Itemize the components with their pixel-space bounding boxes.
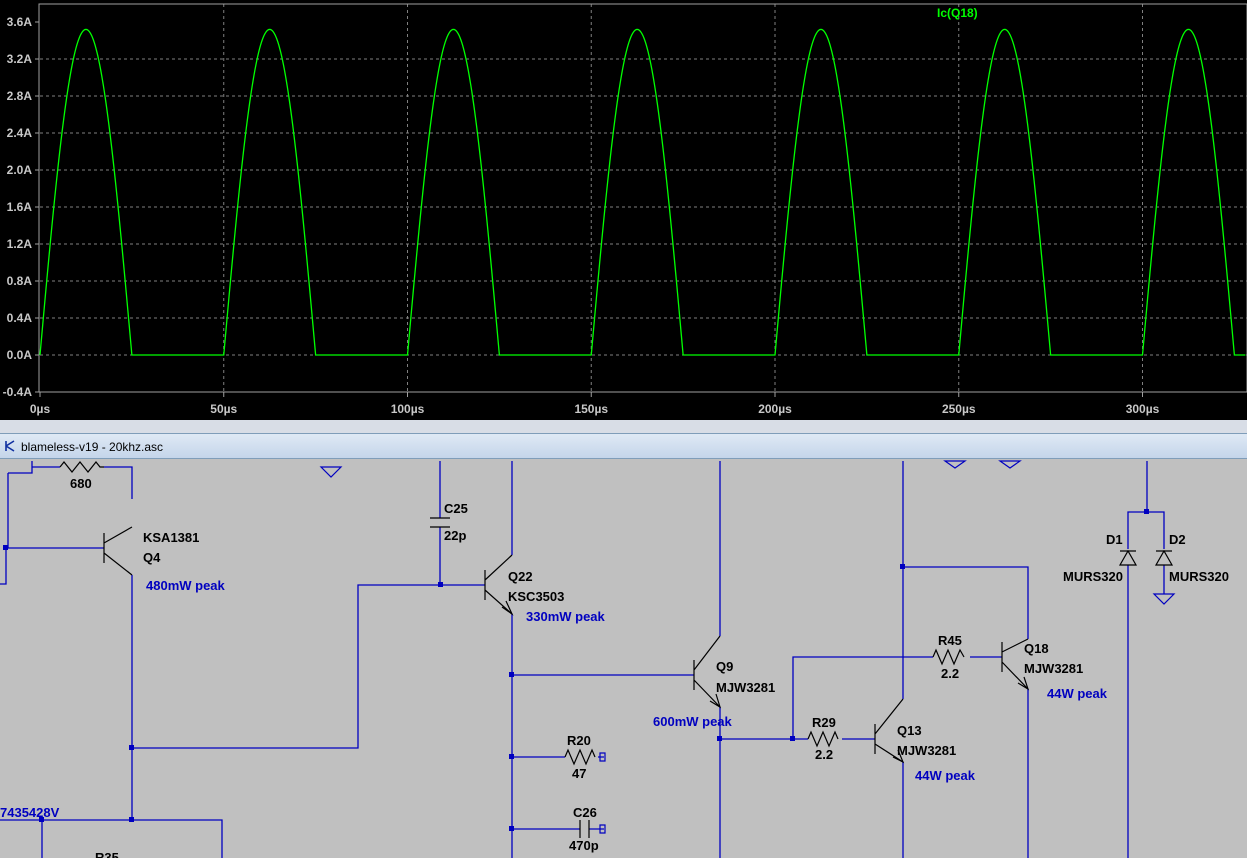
schematic-window-titlebar[interactable]: blameless-v19 - 20khz.asc [0, 433, 1247, 459]
label-ksa1381: KSA1381 [143, 530, 199, 545]
label-q18: Q18 [1024, 641, 1049, 656]
label-r29-value: 2.2 [815, 747, 833, 762]
label-ksc3503: KSC3503 [508, 589, 564, 604]
schematic-components [59, 460, 1176, 838]
transistor-q9 [693, 635, 721, 708]
label-c25: C25 [444, 501, 468, 516]
x-tick-label: 50µs [210, 402, 237, 416]
waveform-plot[interactable]: 3.6A 3.2A 2.8A 2.4A 2.0A 1.6A 1.2A 0.8A 0.4A 0.0A… [0, 0, 1247, 420]
resistor-r29 [807, 730, 839, 748]
label-q22: Q22 [508, 569, 533, 584]
y-tick-label: 3.6A [7, 15, 33, 29]
y-tick-label: 1.6A [7, 200, 33, 214]
label-r35: R35 [95, 850, 119, 858]
label-q4: Q4 [143, 550, 161, 565]
label-c26: C26 [573, 805, 597, 820]
schematic-canvas[interactable]: 680 KSA1381 Q4 480mW peak C25 22p Q22 KS… [0, 459, 1247, 858]
q22-emitter-arrow [501, 600, 514, 616]
label-r29: R29 [812, 715, 836, 730]
label-c26-value: 470p [569, 838, 599, 853]
label-r-680: 680 [70, 476, 92, 491]
y-tick-label: -0.4A [3, 385, 33, 399]
label-r20-value: 47 [572, 766, 586, 781]
transistor-q22 [484, 554, 513, 615]
label-q9-part: MJW3281 [716, 680, 775, 695]
waveform-plot-pane[interactable]: 3.6A 3.2A 2.8A 2.4A 2.0A 1.6A 1.2A 0.8A 0.4A 0.0A… [0, 0, 1247, 420]
label-q13-part: MJW3281 [897, 743, 956, 758]
note-q13-power: 44W peak [915, 768, 976, 783]
label-q18-part: MJW3281 [1024, 661, 1083, 676]
capacitor-c26 [579, 820, 590, 838]
note-q18-power: 44W peak [1047, 686, 1108, 701]
junction-dots [3, 509, 1149, 831]
schematic-wires [0, 461, 1165, 858]
label-node-voltage: 7435428V [0, 805, 60, 820]
y-tick-label: 0.8A [7, 274, 33, 288]
note-q4-power: 480mW peak [146, 578, 226, 593]
note-q22-power: 330mW peak [526, 609, 606, 624]
label-q13: Q13 [897, 723, 922, 738]
y-tick-label: 2.4A [7, 126, 33, 140]
x-tick-label: 250µs [942, 402, 976, 416]
resistor-r45 [932, 648, 965, 666]
label-r20: R20 [567, 733, 591, 748]
window-title: blameless-v19 - 20khz.asc [21, 440, 164, 454]
y-tick-label: 2.8A [7, 89, 33, 103]
ltspice-schematic-icon [5, 440, 15, 452]
pane-separator [0, 420, 1247, 433]
transistor-q4 [103, 526, 133, 576]
x-tick-label: 150µs [574, 402, 608, 416]
label-d1-part: MURS320 [1063, 569, 1123, 584]
label-d1: D1 [1106, 532, 1123, 547]
plot-grid [40, 4, 1247, 392]
y-tick-label: 3.2A [7, 52, 33, 66]
resistor-r20 [564, 748, 596, 766]
capacitor-c25 [430, 517, 450, 528]
label-r45: R45 [938, 633, 962, 648]
y-tick-label: 2.0A [7, 163, 33, 177]
x-tick-label: 300µs [1126, 402, 1160, 416]
y-tick-label: 1.2A [7, 237, 33, 251]
transistor-q18 [1001, 638, 1029, 690]
x-tick-label: 0µs [30, 402, 51, 416]
note-q9-power: 600mW peak [653, 714, 733, 729]
label-q9: Q9 [716, 659, 733, 674]
label-d2: D2 [1169, 532, 1186, 547]
trace-label[interactable]: Ic(Q18) [937, 6, 978, 20]
x-tick-label: 200µs [758, 402, 792, 416]
plot-frame [38, 3, 1247, 393]
label-d2-part: MURS320 [1169, 569, 1229, 584]
label-c25-value: 22p [444, 528, 466, 543]
trace-ic-q18[interactable] [39, 28, 1246, 356]
x-tick-label: 100µs [391, 402, 425, 416]
resistor-680 [59, 461, 104, 473]
y-tick-label: 0.4A [7, 311, 33, 325]
y-tick-label: 0.0A [7, 348, 33, 362]
diode-d1 [1118, 549, 1138, 566]
diode-d2 [1154, 549, 1174, 566]
label-r45-value: 2.2 [941, 666, 959, 681]
